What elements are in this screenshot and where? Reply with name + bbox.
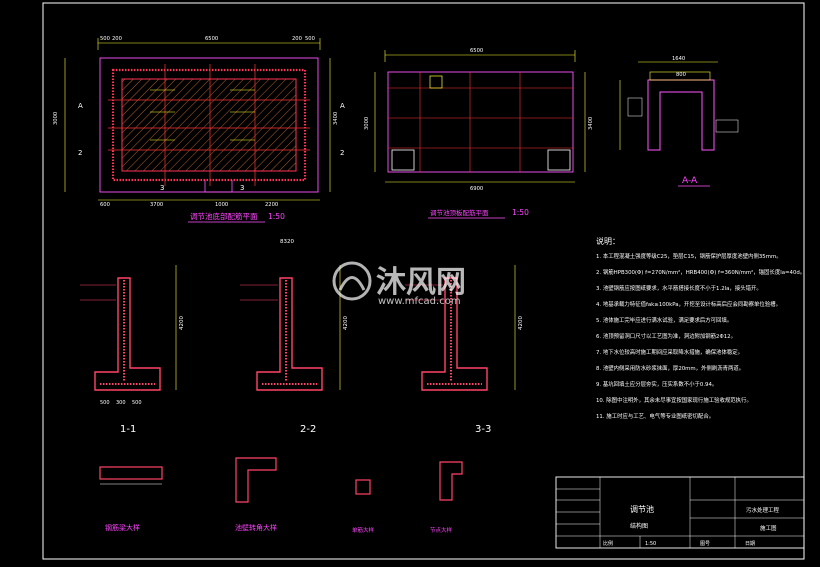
note-2: 2. 钢筋HPB300(Φ) f=270N/mm²，HRB400(Ф) f=36…	[596, 268, 805, 276]
note-4: 4. 地基承载力特征值fak≥100kPa，开挖至设计标高后应会同勘察单位验槽。	[596, 300, 781, 308]
title-block: 调节池 结构图 污水处理工程 施工图 比例 1:50 图号 日期	[555, 476, 805, 549]
svg-text:3: 3	[160, 184, 164, 192]
dim-right-height: 3400	[333, 112, 339, 125]
notes-title: 说明：	[596, 236, 620, 246]
watermark-url: www.mfcad.com	[378, 296, 461, 307]
detail-single: 单筋大样	[352, 479, 375, 534]
sec22-height: 4200	[343, 316, 349, 330]
detail-3-title: 单筋大样	[352, 526, 375, 534]
dim-top-left1: 500	[100, 36, 110, 42]
sec22-top: 8320	[280, 239, 294, 245]
plan-top-title: 调节池底部配筋平面	[190, 211, 258, 221]
svg-text:A: A	[340, 102, 345, 110]
section-11: 4200 500 300 500 1-1	[94, 265, 185, 435]
dim-mid-height2: 3400	[588, 117, 594, 130]
section-33: 4200 3-3	[421, 265, 524, 435]
tb-company: 污水处理工程	[746, 506, 780, 514]
detail-1-title: 钢筋梁大样	[105, 523, 140, 532]
sec11-w2: 300	[116, 400, 126, 406]
detail-corner: 池壁转角大样	[235, 457, 277, 532]
dim-mid-height: 3000	[364, 117, 370, 130]
note-8: 8. 池壁内侧采用防水砂浆抹面，厚20mm，外侧刷沥青两道。	[596, 364, 744, 372]
dim-aa-width2: 800	[676, 72, 686, 78]
tb-sheet-label: 图号	[700, 541, 710, 547]
dim-bottom-2: 3700	[150, 202, 163, 208]
note-3: 3. 池壁钢筋应按图纸要求，水平筋搭接长度不小于1.2la，接头错开。	[596, 284, 762, 292]
plan-top: 6500 500 200 200 500 600 3700 1000 2200 …	[53, 36, 345, 223]
sec11-w1: 500	[100, 400, 110, 406]
detail-beam: 钢筋梁大样	[99, 466, 163, 532]
section-aa-title: A-A	[682, 176, 698, 186]
section-33-title: 3-3	[475, 424, 491, 435]
note-6: 6. 池顶预留洞口尺寸以工艺图为准，洞边附加钢筋2Φ12。	[596, 332, 736, 340]
section-11-title: 1-1	[120, 424, 136, 435]
note-10: 10. 除图中注明外，其余未尽事宜按国家现行施工验收规范执行。	[596, 396, 752, 404]
tb-project: 调节池	[630, 504, 654, 514]
detail-2-title: 池壁转角大样	[235, 523, 277, 532]
dim-bottom-1: 600	[100, 202, 110, 208]
svg-text:A: A	[78, 102, 83, 110]
watermark-brand: 沐风网	[376, 265, 466, 300]
dim-bottom-3: 1000	[215, 202, 228, 208]
svg-text:3: 3	[240, 184, 244, 192]
tb-scale-value: 1:50	[645, 541, 656, 547]
drawing-frame	[42, 2, 805, 560]
tb-drawing-name: 结构图	[630, 522, 648, 530]
dim-top-right1: 200	[292, 36, 302, 42]
note-1: 1. 本工程混凝土强度等级C25，垫层C15，钢筋保护层厚度池壁内侧35mm。	[596, 252, 782, 260]
tb-stage: 施工图	[760, 524, 777, 532]
note-7: 7. 地下水位较高时施工期间应采取降水措施，确保池体稳定。	[596, 348, 743, 356]
dim-bottom-4: 2200	[265, 202, 278, 208]
dim-top-right2: 500	[305, 36, 315, 42]
sec11-w3: 500	[132, 400, 142, 406]
watermark: 沐风网 www.mfcad.com	[332, 261, 466, 307]
section-aa: 1640 800 A-A	[619, 56, 739, 187]
detail-4-title: 节点大样	[430, 526, 453, 534]
note-11: 11. 施工时应与工艺、电气等专业图纸密切配合。	[596, 412, 714, 420]
plan-top-scale: 1:50	[268, 212, 285, 221]
dim-top-width: 6500	[205, 36, 218, 42]
dim-aa-width: 1640	[672, 56, 685, 62]
notes-block: 说明： 1. 本工程混凝土强度等级C25，垫层C15，钢筋保护层厚度池壁内侧35…	[596, 236, 805, 420]
section-22-title: 2-2	[300, 424, 316, 435]
plan-mid-title: 调节池顶板配筋平面	[430, 208, 489, 217]
svg-text:2: 2	[78, 149, 82, 157]
detail-node: 节点大样	[430, 461, 463, 534]
plan-mid-scale: 1:50	[512, 208, 529, 217]
dim-mid-width2: 6900	[470, 186, 483, 192]
tb-scale-label: 比例	[603, 540, 613, 547]
note-5: 5. 池体施工完毕应进行满水试验，满足要求后方可回填。	[596, 316, 732, 324]
plan-mid: 6500 6900 3000 3400 调节池顶板配筋平面 1:50	[364, 48, 594, 219]
dim-left-height: 3000	[53, 112, 59, 125]
sec11-height: 4200	[179, 316, 185, 330]
note-9: 9. 基坑回填土应分层夯实，压实系数不小于0.94。	[596, 380, 717, 388]
dim-mid-width: 6500	[470, 48, 483, 54]
sec33-height: 4200	[518, 316, 524, 330]
dim-top-left2: 200	[112, 36, 122, 42]
svg-text:2: 2	[340, 149, 344, 157]
tb-date-label: 日期	[745, 541, 755, 547]
section-22: 8320 4200 2-2	[256, 239, 349, 435]
